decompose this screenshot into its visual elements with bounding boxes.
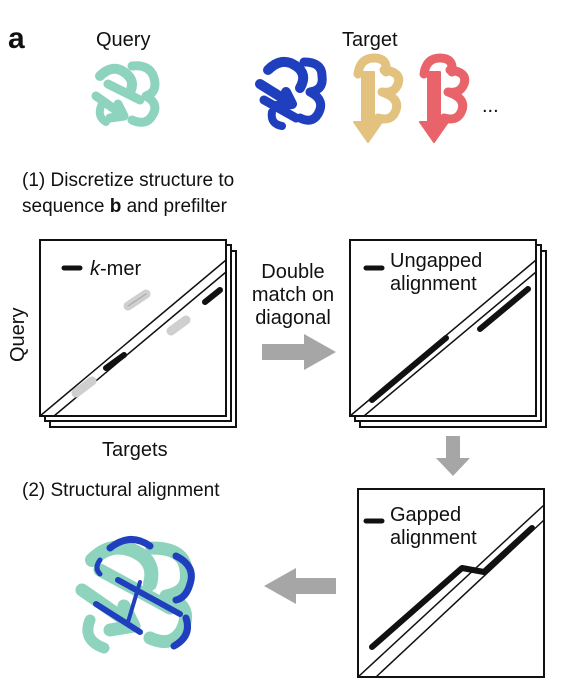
target-label: Target bbox=[342, 29, 398, 51]
query-protein-icon bbox=[91, 61, 160, 127]
step1-line1: (1) Discretize structure to bbox=[22, 170, 235, 191]
arrow-left-icon bbox=[264, 568, 336, 604]
kmer-legend-label: k-mer bbox=[90, 257, 141, 281]
target-gold-protein-icon bbox=[353, 53, 404, 143]
arrow-down-icon bbox=[436, 436, 470, 476]
gapped-legend-line2: alignment bbox=[390, 527, 477, 549]
ungapped-legend-line1: Ungapped bbox=[390, 250, 483, 272]
step1-line2-suffix: and prefilter bbox=[121, 196, 227, 217]
target-blue-protein-icon bbox=[255, 56, 327, 130]
gapped-frame bbox=[357, 488, 545, 678]
query-label: Query bbox=[96, 29, 151, 51]
arrow1-text-line3: diagonal bbox=[255, 307, 331, 329]
step1-line2: sequence b and prefilter bbox=[22, 194, 227, 220]
step1-line2-bold: b bbox=[109, 196, 122, 217]
kmer-legend-rest: -mer bbox=[100, 258, 142, 280]
arrow1-text-line1: Double bbox=[261, 261, 325, 283]
step2-label: (2) Structural alignment bbox=[22, 480, 220, 501]
aligned-structures-icon bbox=[75, 536, 195, 654]
target-red-protein-icon bbox=[419, 53, 470, 143]
gapped-legend-line1: Gapped bbox=[390, 504, 462, 526]
step1-line2-prefix: sequence bbox=[22, 196, 110, 217]
panel-letter: a bbox=[8, 22, 25, 55]
more-targets-ellipsis: ... bbox=[482, 95, 499, 117]
ungapped-legend-line2: alignment bbox=[390, 273, 477, 295]
box1-x-axis-label: Targets bbox=[102, 439, 168, 461]
arrow-right-icon bbox=[262, 334, 336, 370]
kmer-legend-italic: k bbox=[90, 258, 100, 280]
arrow1-text-line2: match on bbox=[251, 284, 335, 306]
